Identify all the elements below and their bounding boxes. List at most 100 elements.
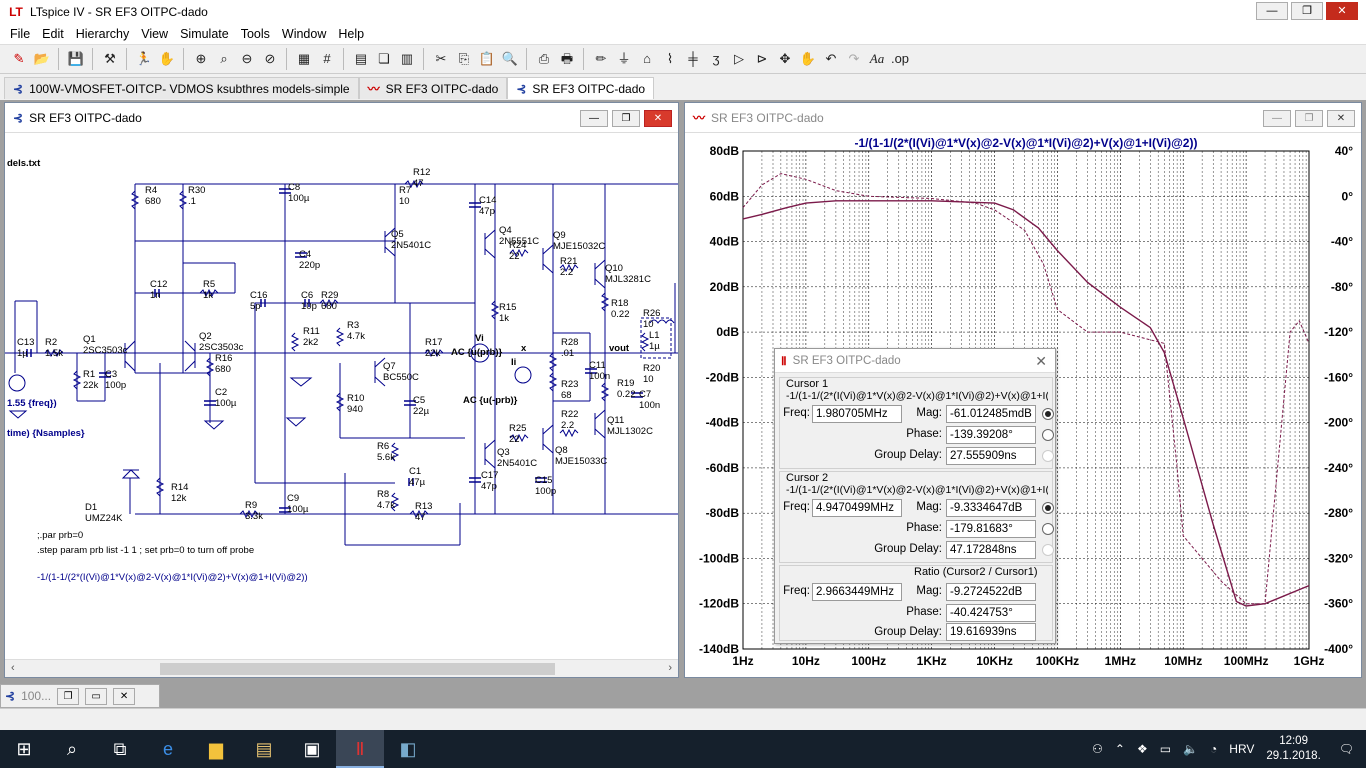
component-ref[interactable]: Q5 — [391, 229, 404, 240]
tile-horizontal-icon[interactable]: ▤ — [354, 51, 368, 66]
cursor2-mag-field[interactable]: -9.3334647dB — [946, 499, 1036, 517]
tile-vertical-icon[interactable]: ▥ — [400, 51, 414, 66]
component-ref[interactable]: C4 — [299, 249, 311, 260]
diode-icon[interactable]: ▷ — [734, 51, 744, 66]
cascade-icon[interactable]: ❏ — [378, 51, 390, 66]
component-ref[interactable]: Q9 — [553, 230, 566, 241]
cursor2-mag-radio[interactable] — [1042, 502, 1054, 514]
component-ref[interactable]: Q8 — [555, 445, 568, 456]
menu-file[interactable]: File — [10, 27, 31, 41]
component-value[interactable]: 1µ — [649, 341, 660, 352]
component-value[interactable]: 100n — [589, 371, 610, 382]
component-value[interactable]: 220p — [299, 260, 320, 271]
print-icon[interactable]: 🖶 — [560, 51, 574, 66]
print-preview-icon[interactable]: ⎙ — [538, 51, 550, 66]
save-icon[interactable]: 💾 — [67, 51, 85, 66]
component-ref[interactable]: R30 — [188, 185, 205, 196]
scroll-left-icon[interactable]: ‹ — [11, 662, 15, 674]
component-ref[interactable]: R29 — [321, 290, 338, 301]
restore-child-button[interactable]: ❐ — [612, 110, 640, 127]
tab-waveform[interactable]: 〰 SR EF3 OITPC-dado — [358, 77, 508, 99]
cursor1-phase-field[interactable]: -139.39208° — [946, 426, 1036, 444]
component-ref[interactable]: R23 — [561, 379, 578, 390]
label-net-icon[interactable]: ⌂ — [643, 51, 651, 66]
component-ref[interactable]: L1 — [649, 330, 660, 341]
component-value[interactable]: 3.3k — [245, 511, 263, 522]
component-value[interactable]: 5p — [250, 301, 261, 312]
cursor2-phase-radio[interactable] — [1042, 523, 1054, 535]
component-value[interactable]: 680 — [321, 301, 337, 312]
volume-icon[interactable]: 🔈 — [1183, 742, 1199, 756]
component-value[interactable]: BC550C — [383, 372, 419, 383]
minimize-child-button[interactable]: — — [580, 110, 608, 127]
component-ref[interactable]: C12 — [150, 279, 167, 290]
zoom-fit-icon[interactable]: ⊘ — [264, 51, 276, 66]
minimize-child-button[interactable]: — — [1263, 110, 1291, 127]
component-value[interactable]: 2.2 — [560, 267, 573, 278]
ground-icon[interactable]: ⏚ — [617, 51, 631, 66]
network-icon[interactable]: ▭ — [1159, 742, 1172, 756]
component-ref[interactable]: Q11 — [607, 415, 624, 426]
component-ref[interactable]: R7 — [399, 185, 411, 196]
component-value[interactable]: 22k — [425, 348, 441, 359]
component-value[interactable]: 1n — [150, 290, 161, 301]
ratio-freq-field[interactable]: 2.9663449MHz — [812, 583, 902, 601]
component-ref[interactable]: C7 — [639, 389, 651, 400]
component-value[interactable]: MJL3281C — [605, 274, 651, 285]
capacitor-icon[interactable]: ╪ — [688, 51, 698, 66]
component-value[interactable]: 1µ — [17, 348, 28, 359]
component-ref[interactable]: R16 — [215, 353, 232, 364]
component-value[interactable]: 2N5401C — [497, 458, 537, 469]
component-value[interactable]: MJE15032C — [553, 241, 605, 252]
notepad-app-icon[interactable]: ◧ — [399, 739, 417, 759]
component-ref[interactable]: Q1 — [83, 334, 96, 345]
component-value[interactable]: 4.7k — [347, 331, 365, 342]
control-panel-icon[interactable]: ⚒ — [104, 51, 116, 66]
component-value[interactable]: 12k — [171, 493, 187, 504]
component-ref[interactable]: C6 — [301, 290, 313, 301]
scroll-right-icon[interactable]: › — [668, 662, 672, 674]
cursor2-freq-field[interactable]: 4.9470499MHz — [812, 499, 902, 517]
cursor1-mag-radio[interactable] — [1042, 408, 1054, 420]
new-schematic-icon[interactable]: ✎ — [13, 51, 25, 66]
component-value[interactable]: 680 — [145, 196, 161, 207]
windows-start-icon[interactable]: ⊞ — [16, 739, 32, 759]
trace-expression-label[interactable]: -1/(1-1/(2*(I(Vi)@1*V(x)@2-V(x)@1*I(Vi)@… — [855, 136, 1198, 150]
component-value[interactable]: 68 — [561, 390, 572, 401]
tab-schematic[interactable]: ⊰ SR EF3 OITPC-dado — [507, 77, 655, 99]
media-app-icon[interactable]: ▣ — [303, 739, 321, 759]
menu-hierarchy[interactable]: Hierarchy — [75, 27, 130, 41]
zoom-out-icon[interactable]: ⊖ — [241, 51, 253, 66]
component-value[interactable]: 10 — [643, 319, 654, 330]
component-value[interactable]: 47 — [413, 178, 424, 189]
menu-simulate[interactable]: Simulate — [180, 27, 229, 41]
task-view-icon[interactable]: ⧉ — [113, 739, 127, 759]
ltspice-taskbar-icon[interactable]: Ⅱ — [336, 730, 384, 768]
text-icon[interactable]: Aa — [869, 51, 885, 66]
component-value[interactable]: 100µ — [288, 193, 310, 204]
notifications-icon[interactable]: 🗨 — [1338, 742, 1354, 756]
restore-child-button[interactable]: ❐ — [57, 687, 80, 705]
close-child-button[interactable]: ✕ — [113, 687, 136, 705]
component-value[interactable]: 22µ — [413, 406, 430, 417]
component-ref[interactable]: R12 — [413, 167, 430, 178]
menu-view[interactable]: View — [141, 27, 169, 41]
component-value[interactable]: 22 — [509, 251, 520, 262]
component-value[interactable]: 0.22 — [617, 389, 636, 400]
move-icon[interactable]: ✥ — [779, 51, 791, 66]
component-ref[interactable]: R6 — [377, 441, 389, 452]
cursor1-phase-radio[interactable] — [1042, 429, 1054, 441]
component-value[interactable]: 2.2 — [561, 420, 574, 431]
component-ref[interactable]: R15 — [499, 302, 516, 313]
autorange-icon[interactable]: ▦ — [297, 51, 311, 66]
component-ref[interactable]: R3 — [347, 320, 359, 331]
cursor1-mag-field[interactable]: -61.012485mdB — [946, 405, 1036, 423]
drag-icon[interactable]: ✋ — [799, 51, 817, 66]
grid-icon[interactable]: # — [323, 51, 331, 66]
component-ref[interactable]: C3 — [105, 369, 117, 380]
cursor2-gd-radio[interactable] — [1042, 544, 1054, 556]
component-ref[interactable]: C17 — [481, 470, 498, 481]
schematic-canvas[interactable]: R4680R30.1C8100µR710R1247C1447pQ42N5551C… — [5, 133, 678, 659]
restore-child-button[interactable]: ❐ — [1295, 110, 1323, 127]
component-ref[interactable]: R28 — [561, 337, 578, 348]
